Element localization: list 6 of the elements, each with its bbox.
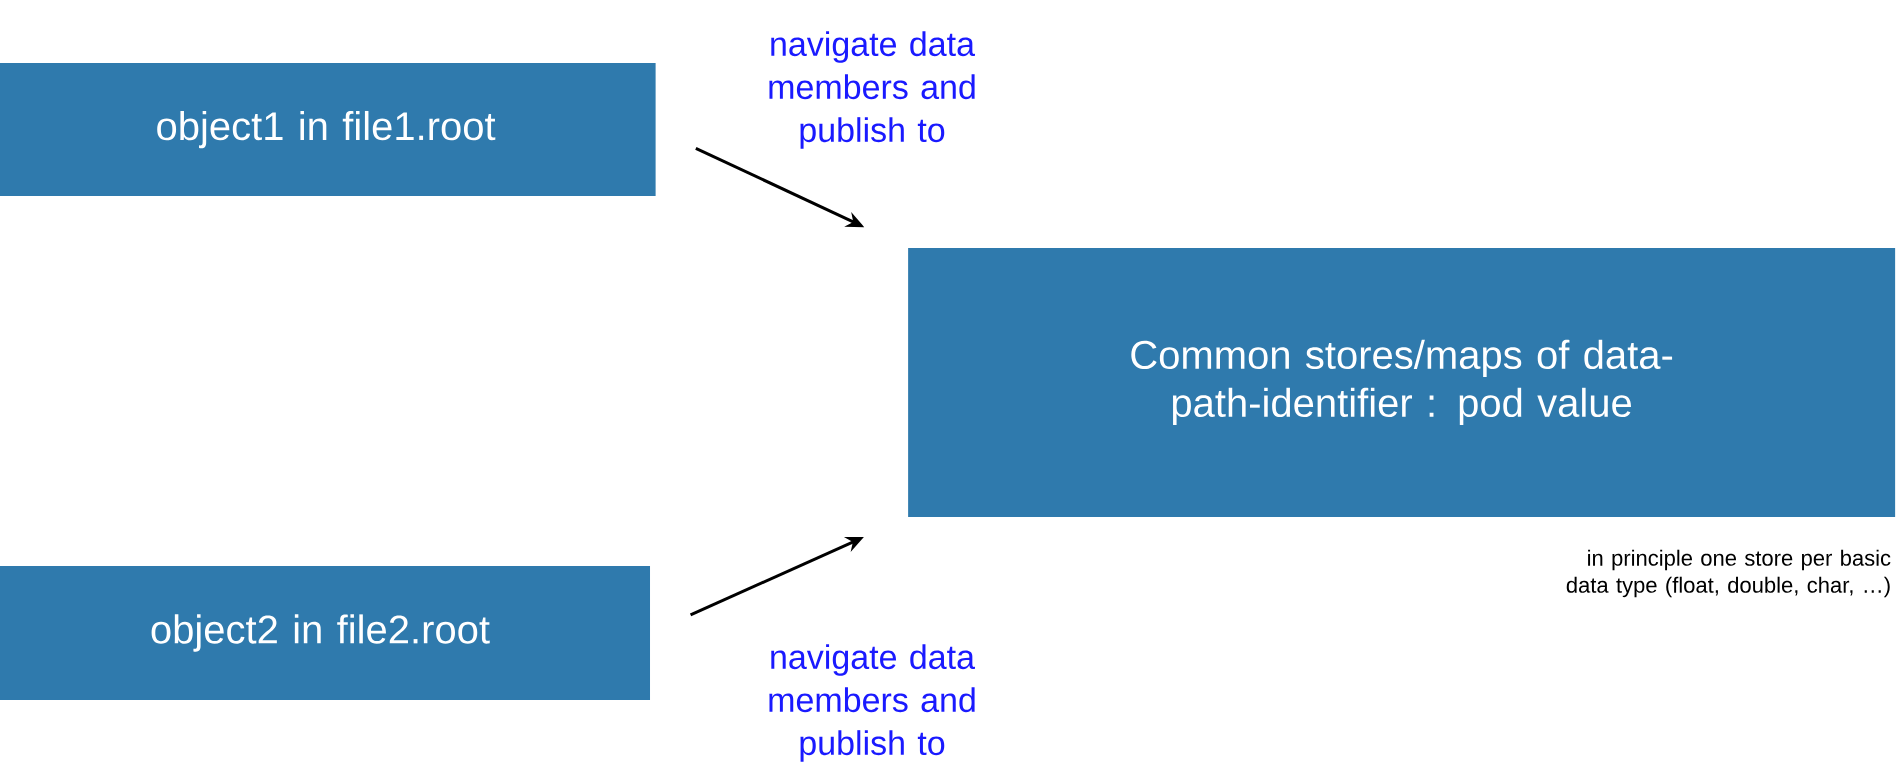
- process-box: Common stores/maps of data-path-identifier : pod value: [908, 247, 1896, 517]
- note-text: in principle one store per basic data type (float, double, char, …): [1566, 549, 1891, 598]
- process-box: object1 in file1.root: [0, 63, 656, 197]
- edge-label: navigate data members and publish to: [740, 642, 1004, 764]
- process-box: object2 in file2.root: [0, 566, 650, 700]
- edge-label: navigate data members and publish to: [740, 29, 1004, 151]
